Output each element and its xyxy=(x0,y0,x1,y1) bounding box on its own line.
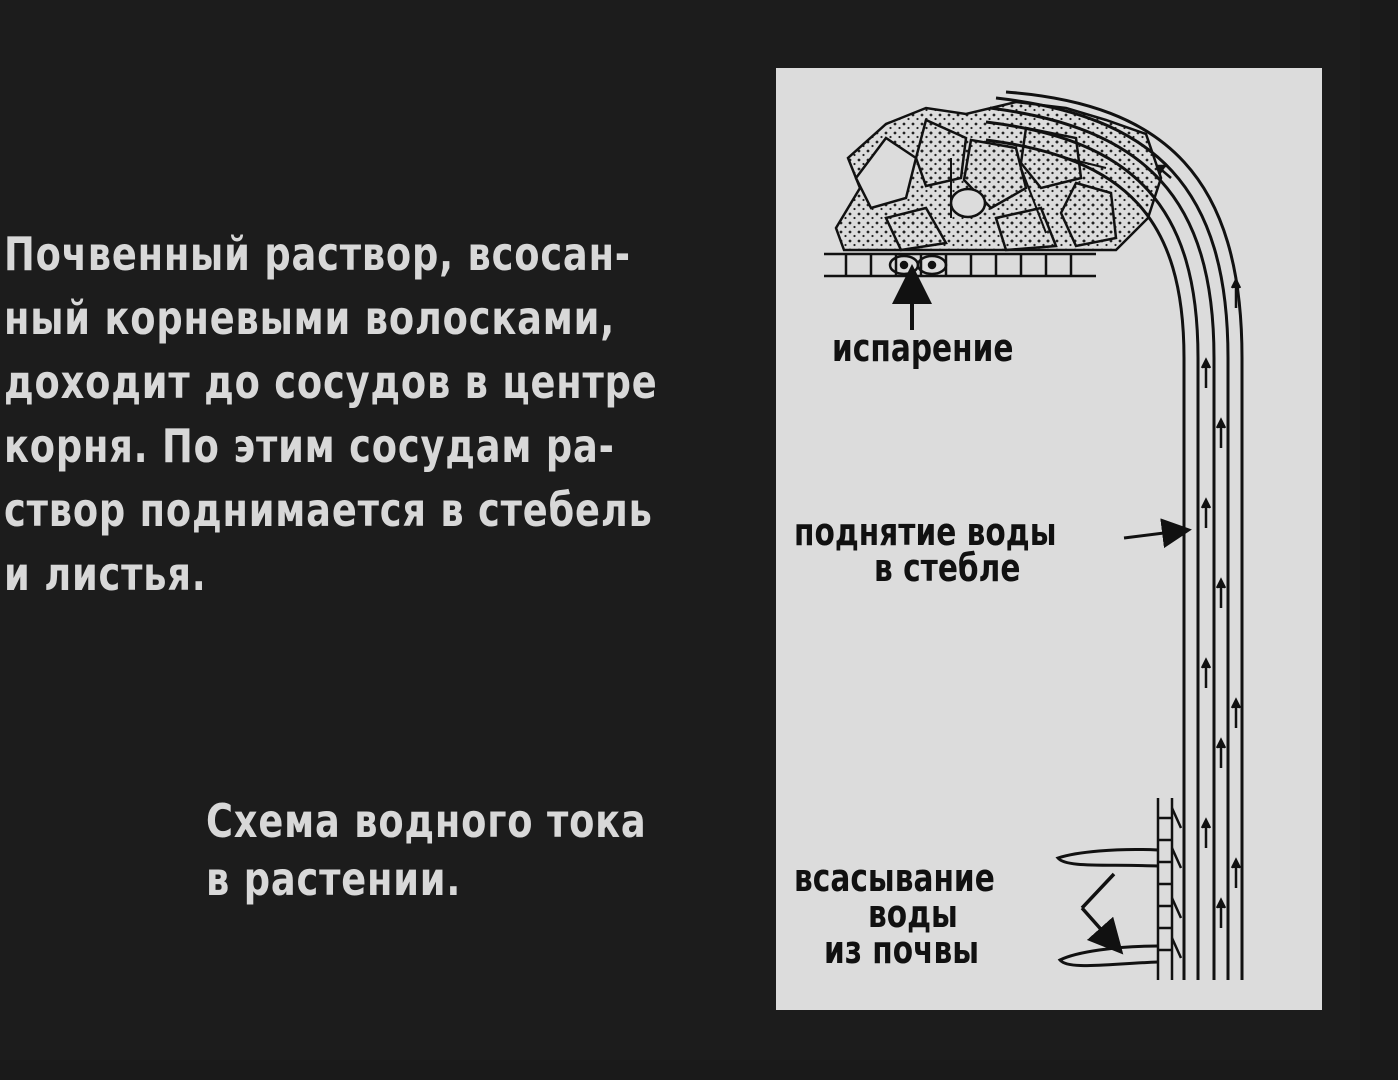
caption-line: в растении. xyxy=(206,852,462,906)
label-absorb-line2: воды xyxy=(868,892,958,936)
caption-line: Схема водного тока xyxy=(206,794,647,848)
water-flow-diagram xyxy=(824,90,1244,980)
paragraph-line: корня. По этим сосудам ра- xyxy=(4,419,615,473)
absorption-arrows xyxy=(1080,872,1114,944)
rise-pointer-arrow xyxy=(1123,518,1192,549)
label-rise-line2: в стебле xyxy=(874,546,1021,590)
paragraph-line: створ поднимается в стебель xyxy=(4,483,653,537)
root-hairs xyxy=(1055,847,1159,968)
paragraph-line: и листья. xyxy=(4,547,207,601)
label-rise-line1: поднятие воды xyxy=(794,510,1057,554)
leaf-epidermis xyxy=(824,252,1096,278)
diagram-panel: испарение поднятие воды в стебле всасыва… xyxy=(776,68,1322,1010)
flow-arrows xyxy=(1155,164,1242,928)
label-absorb-line1: всасывание xyxy=(794,856,995,900)
stem-vessels xyxy=(985,90,1244,980)
root-cells xyxy=(1156,798,1183,980)
paragraph-line: Почвенный раствор, всосан- xyxy=(4,227,631,281)
paragraph-line: ный корневыми волосками, xyxy=(4,291,616,345)
label-absorb-line3: из почвы xyxy=(824,928,980,972)
main-paragraph: Почвенный раствор, всосан- ный корневыми… xyxy=(4,222,658,606)
paragraph-line: доходит до сосудов в центре xyxy=(4,355,658,409)
label-evaporation: испарение xyxy=(832,326,1014,370)
figure-caption: Схема водного тока в растении. xyxy=(206,792,647,908)
